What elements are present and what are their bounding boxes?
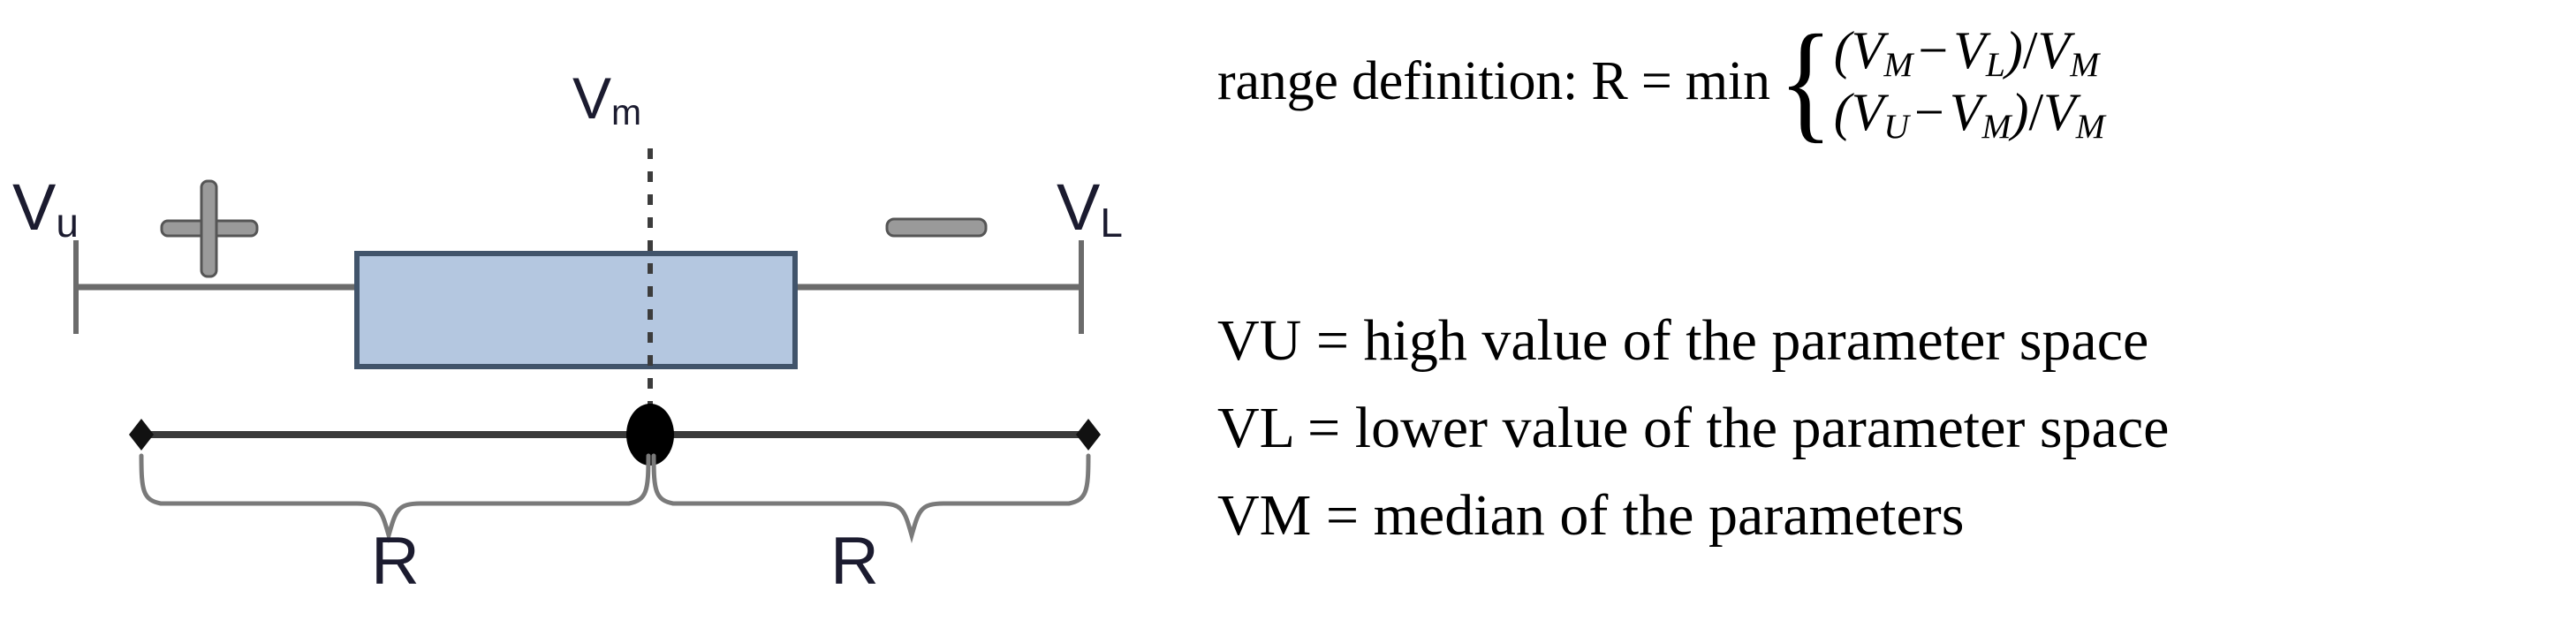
formula-lead-text: range definition: R = min	[1217, 51, 1770, 112]
label-v-upper: Vu	[12, 170, 80, 246]
range-axis-right-diamond	[1076, 419, 1101, 450]
left-curly-brace: {	[1778, 8, 1833, 155]
boxplot-diagram-svg	[73, 148, 1101, 544]
range-definition-formula: range definition: R = min { (VM−VL)/VM (…	[1217, 8, 2105, 155]
plus-sign-icon	[160, 179, 259, 278]
formula-case-1: (VM−VL)/VM	[1833, 21, 2100, 84]
median-dot	[626, 404, 674, 466]
formula-cases-lines: (VM−VL)/VM (VU−VM)/VM	[1833, 19, 2105, 146]
label-v-lower: VL	[1057, 170, 1124, 246]
definition-vl: VL = lower value of the parameter space	[1217, 396, 2170, 460]
formula-cases-group: { (VM−VL)/VM (VU−VM)/VM	[1774, 8, 2105, 155]
formula-case-2: (VU−VM)/VM	[1833, 83, 2105, 146]
range-axis-left-diamond	[129, 419, 154, 450]
brace-right	[651, 453, 1091, 544]
range-axis	[129, 404, 1101, 466]
definition-vu: VU = high value of the parameter space	[1217, 308, 2149, 373]
variable-definition-list: VU = high value of the parameter space V…	[1217, 297, 2169, 559]
definition-text-panel: range definition: R = min { (VM−VL)/VM (…	[1217, 0, 2576, 636]
boxplot-whiskers	[73, 240, 1084, 334]
label-range-left: R	[371, 524, 420, 599]
definition-vm: VM = median of the parameters	[1217, 483, 1965, 548]
brace-left	[139, 453, 651, 544]
minus-sign-icon	[885, 217, 988, 238]
boxplot-diagram-panel: Vu VL Vm R R	[0, 0, 1175, 636]
label-range-right: R	[830, 524, 879, 599]
boxplot-box	[354, 251, 798, 369]
label-v-median: Vm	[572, 65, 642, 133]
